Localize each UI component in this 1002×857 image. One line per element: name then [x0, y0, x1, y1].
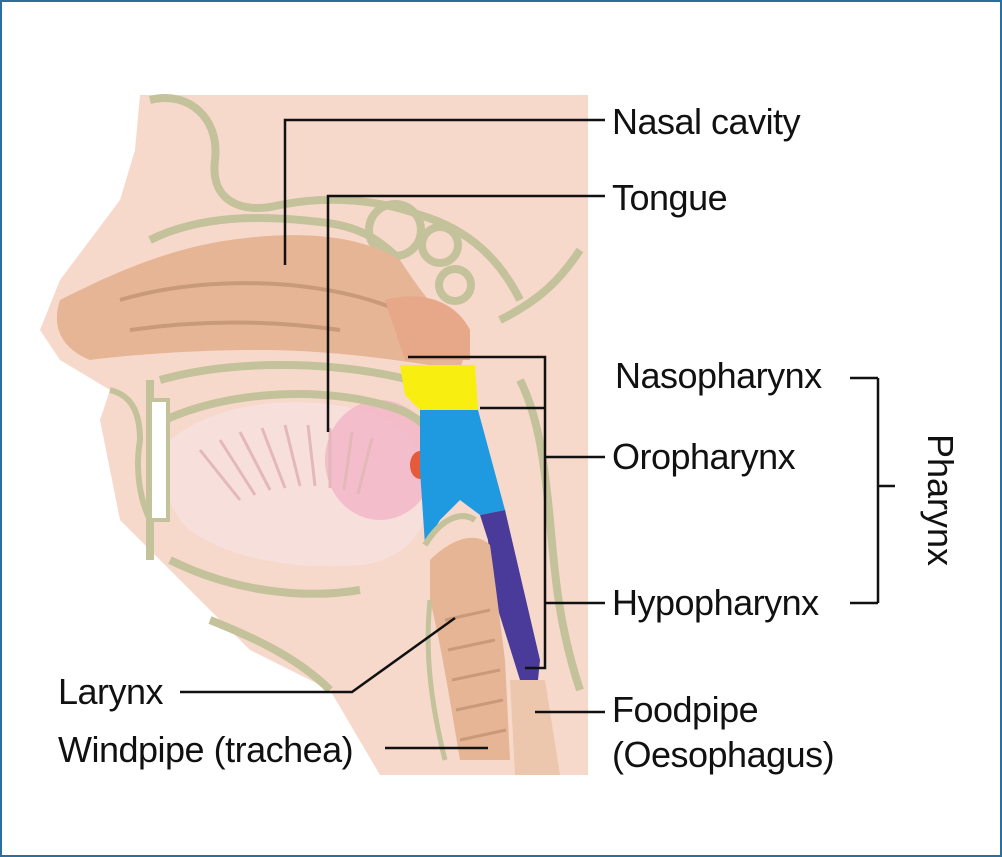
oropharynx-region — [420, 410, 505, 545]
label-foodpipe: Foodpipe — [612, 689, 759, 730]
label-windpipe: Windpipe (trachea) — [58, 729, 354, 770]
label-hypopharynx: Hypopharynx — [612, 582, 819, 623]
label-nasopharynx: Nasopharynx — [615, 355, 822, 396]
tongue-leader — [326, 194, 605, 432]
larynx-region — [430, 537, 510, 760]
larynx-leader — [180, 616, 456, 694]
label-nasal-cavity: Nasal cavity — [612, 101, 801, 142]
label-pharynx: Pharynx — [920, 433, 961, 567]
foodpipe-region — [510, 680, 560, 775]
nasal-cavity-leader — [283, 118, 605, 265]
hypopharynx-region — [480, 510, 540, 680]
nasal-cavity-region — [56, 235, 471, 370]
label-oropharynx: Oropharynx — [612, 436, 796, 477]
label-larynx: Larynx — [58, 671, 164, 712]
skull-outline — [146, 94, 584, 693]
label-tongue: Tongue — [612, 177, 728, 218]
nasopharynx-region — [400, 365, 478, 410]
nasopharynx-bracket — [408, 355, 547, 670]
label-oesophagus: (Oesophagus) — [612, 734, 835, 775]
